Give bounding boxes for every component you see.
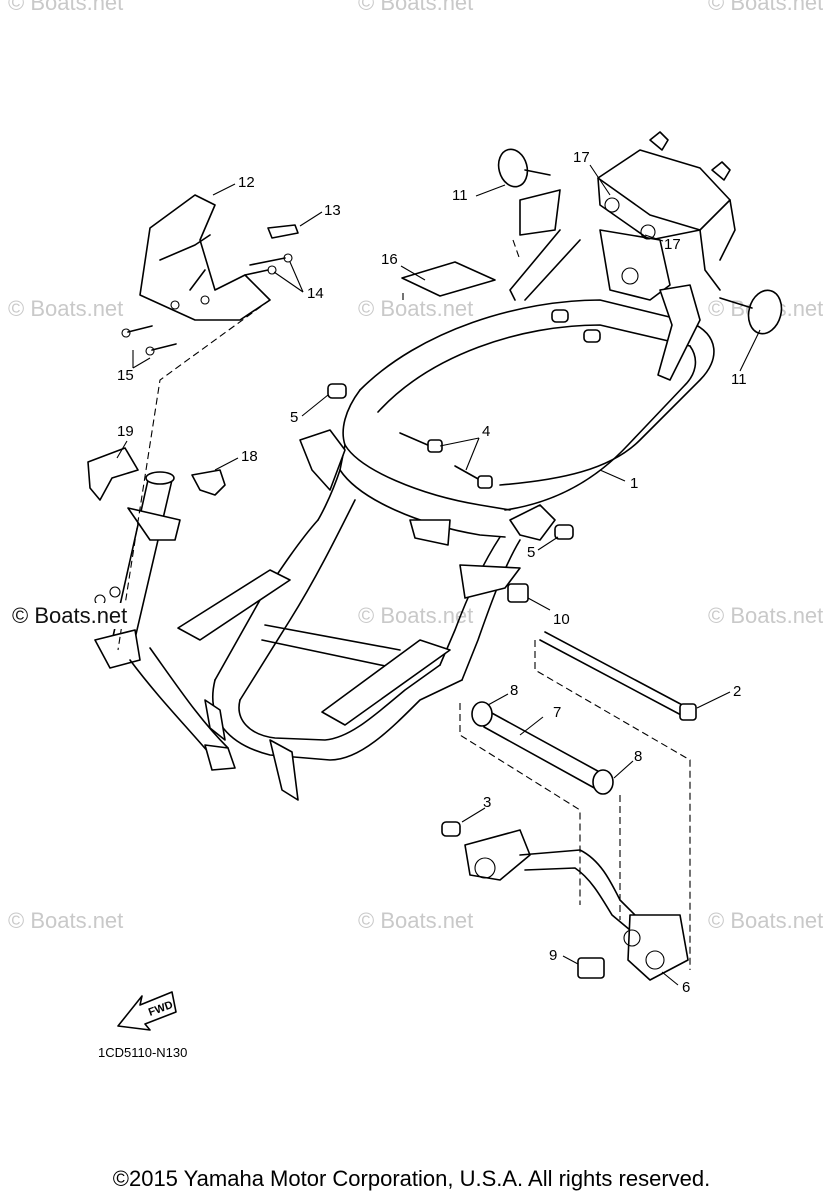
callout-5b: 5 xyxy=(527,544,536,561)
watermark: © Boats.net xyxy=(708,603,823,628)
callout-17a: 17 xyxy=(573,149,590,166)
callout-8b: 8 xyxy=(634,748,643,765)
watermark: © Boats.net xyxy=(358,908,474,933)
pipe-7 xyxy=(483,711,606,791)
callout-10: 10 xyxy=(553,611,570,628)
callout-8a: 8 xyxy=(510,682,519,699)
callout-11a: 11 xyxy=(452,187,468,204)
watermark: © Boats.net xyxy=(708,0,823,15)
callout-16: 16 xyxy=(381,251,398,268)
watermark: © Boats.net xyxy=(358,603,474,628)
clamp-19 xyxy=(87,447,139,501)
bolts-15 xyxy=(121,325,177,356)
callout-13: 13 xyxy=(324,202,341,219)
callout-9: 9 xyxy=(549,947,558,964)
collar-10 xyxy=(507,583,529,603)
nut-3 xyxy=(441,821,461,837)
label-plate-16 xyxy=(401,261,496,297)
clip-18 xyxy=(191,469,226,496)
watermark: © Boats.net xyxy=(708,908,823,933)
callout-18: 18 xyxy=(241,448,258,465)
pin-13 xyxy=(267,224,299,239)
engine-mount-6 xyxy=(464,829,689,981)
main-frame xyxy=(177,299,715,761)
callout-14: 14 xyxy=(307,285,324,302)
callout-15: 15 xyxy=(117,367,134,384)
callout-11b: 11 xyxy=(731,371,747,388)
bracket-12 xyxy=(139,194,271,321)
callout-12: 12 xyxy=(238,174,255,191)
watermark-dark: © Boats.net xyxy=(12,603,128,629)
watermark: © Boats.net xyxy=(358,296,474,321)
leader-lines xyxy=(116,164,761,986)
nuts-5 xyxy=(327,309,601,540)
watermark: © Boats.net xyxy=(8,296,124,321)
bolts-14 xyxy=(244,253,293,276)
callout-3: 3 xyxy=(483,794,492,811)
rubber-damper-11 xyxy=(497,148,783,335)
assembly-lines xyxy=(117,239,691,970)
fwd-arrow-icon: FWD xyxy=(117,991,177,1031)
watermark: © Boats.net xyxy=(358,0,474,15)
callout-6: 6 xyxy=(682,979,691,996)
bushings-8 xyxy=(471,701,614,795)
callout-7: 7 xyxy=(553,704,562,721)
callout-5a: 5 xyxy=(290,409,299,426)
watermark: © Boats.net xyxy=(8,908,124,933)
head-pipe xyxy=(94,471,299,801)
diagram-code: 1CD5110-N130 xyxy=(98,1045,188,1060)
callout-4: 4 xyxy=(482,423,491,440)
stopper-9 xyxy=(577,957,605,979)
long-bolt-2 xyxy=(539,631,697,721)
bolts-4 xyxy=(399,432,493,489)
callout-2: 2 xyxy=(733,683,742,700)
callout-1: 1 xyxy=(630,475,639,492)
copyright-footer: ©2015 Yamaha Motor Corporation, U.S.A. A… xyxy=(112,1166,711,1191)
rear-frame-section xyxy=(509,131,736,381)
watermark: © Boats.net xyxy=(8,0,124,15)
callout-17b: 17 xyxy=(664,236,681,253)
callout-19: 19 xyxy=(117,423,134,440)
